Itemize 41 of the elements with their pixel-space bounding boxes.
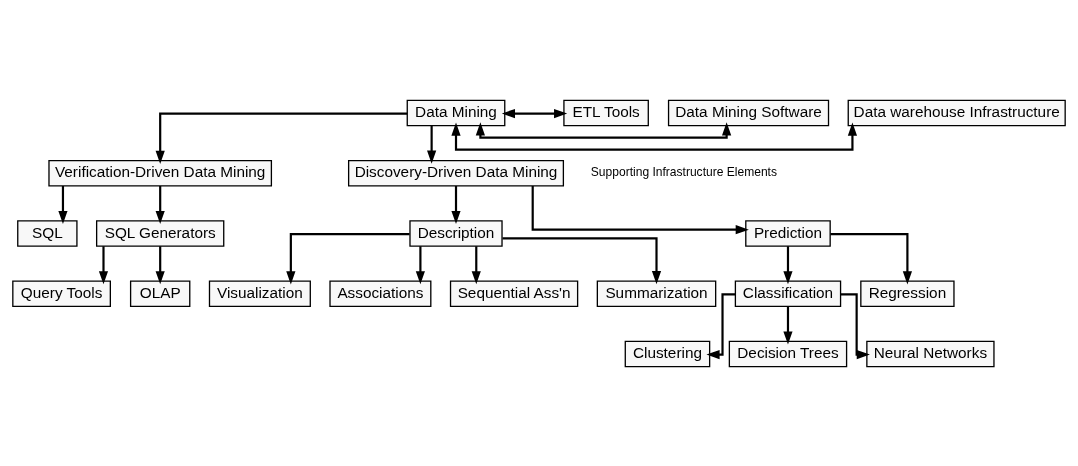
arrow xyxy=(706,292,736,359)
arrow xyxy=(427,125,437,164)
node-box: Data warehouse Infrastructure xyxy=(847,99,1066,126)
arrow xyxy=(531,185,749,234)
arrow xyxy=(451,185,461,224)
node-box: Data Mining Software xyxy=(667,99,830,126)
node-box: SQL Generators xyxy=(96,219,225,247)
label: Supporting Infrastructure Elements xyxy=(590,164,777,179)
node-box: Classification xyxy=(734,280,842,307)
arrow xyxy=(155,111,408,164)
arrow xyxy=(783,306,793,345)
node-box: Associations xyxy=(329,280,432,307)
arrow xyxy=(155,185,165,224)
node-box: Query Tools xyxy=(12,280,111,307)
arrow xyxy=(98,245,109,284)
arrow xyxy=(415,245,425,284)
node-box: Prediction xyxy=(745,219,831,247)
arrow xyxy=(475,121,732,139)
arrow xyxy=(502,236,662,284)
node-box: SQL xyxy=(17,219,78,247)
node-box: Neural Networks xyxy=(866,340,995,367)
node-box: ETL Tools xyxy=(563,99,649,126)
arrow xyxy=(501,108,568,118)
arrow xyxy=(471,245,481,284)
node-box: Regression xyxy=(860,280,955,307)
node-box: Description xyxy=(409,219,503,247)
node-box: Discovery-Driven Data Mining xyxy=(348,159,565,186)
node-box: Clustering xyxy=(624,340,711,367)
node-box: OLAP xyxy=(129,280,191,307)
node-box: Decision Trees xyxy=(728,340,848,367)
node-box: Visualization xyxy=(208,280,311,307)
node-box: Summarization xyxy=(596,280,717,307)
arrow xyxy=(830,232,912,284)
arrow xyxy=(783,245,793,284)
arrow xyxy=(286,232,410,284)
arrow xyxy=(155,245,165,284)
arrow xyxy=(58,185,68,224)
node-box: Sequential Ass'n xyxy=(449,280,579,307)
node-box: Verification-Driven Data Mining xyxy=(48,159,273,186)
node-box: Data Mining xyxy=(406,99,506,126)
arrow xyxy=(451,122,858,151)
